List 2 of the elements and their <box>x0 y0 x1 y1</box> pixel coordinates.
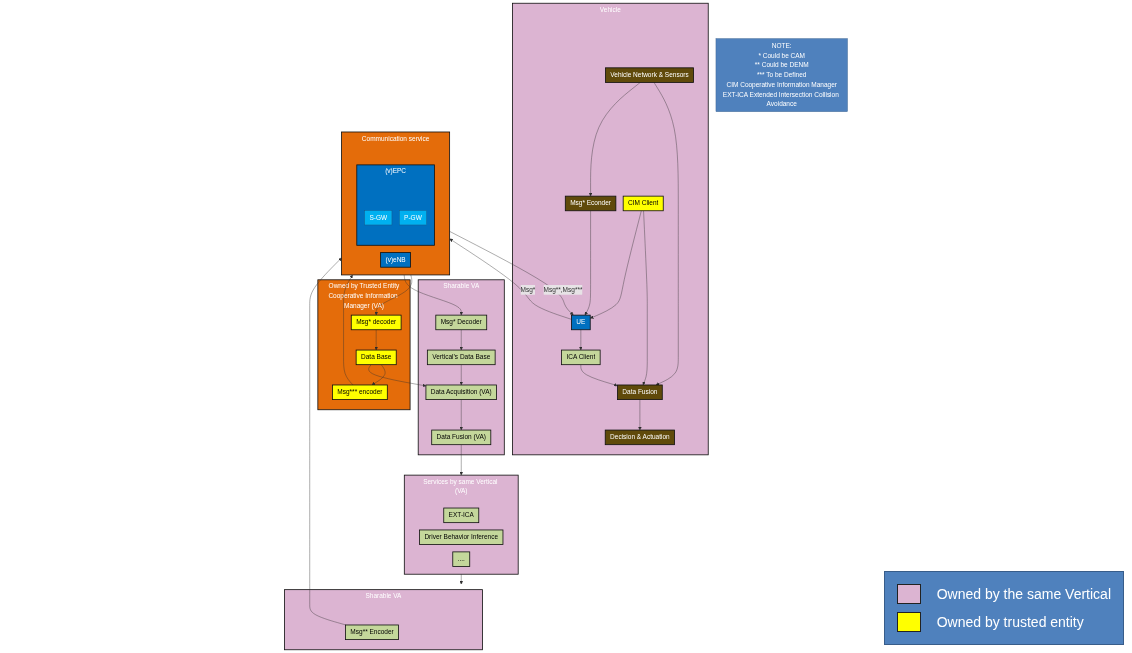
legend-text: Owned by the same Vertical <box>936 586 1111 602</box>
legend-text: Owned by trusted entity <box>936 614 1084 630</box>
